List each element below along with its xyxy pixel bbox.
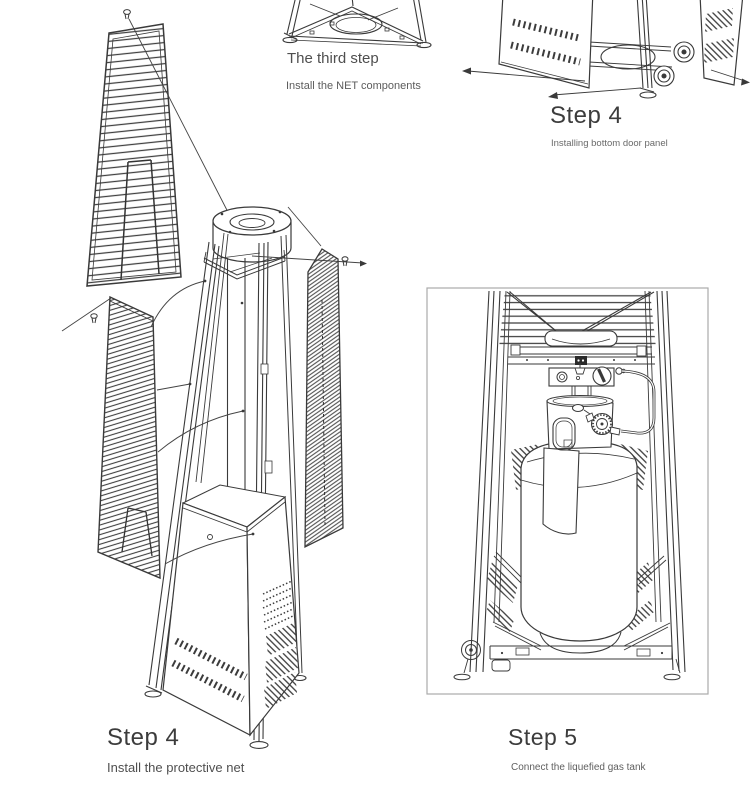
step5-illustration: [426, 287, 709, 695]
bottom-doors-illustration: [462, 0, 750, 99]
net-panel-left-illustration: [97, 295, 161, 580]
step4-top-subtitle: Installing bottom door panel: [551, 138, 668, 149]
tank-regulator: [572, 404, 621, 436]
arrow-icon: [462, 67, 750, 99]
third-step-subtitle: Install the NET components: [286, 80, 421, 92]
screw-icon: [123, 9, 131, 20]
tank-collar: [542, 394, 614, 535]
net-panel-right-illustration: [304, 248, 344, 549]
net-panel-large-illustration: [86, 9, 232, 287]
step4-bottom-title: Step 4: [107, 724, 180, 751]
screw-icon: [90, 256, 349, 324]
gas-knob: [592, 366, 612, 386]
gas-tank: [520, 440, 638, 654]
leader-lines: [467, 69, 746, 96]
third-step-title: The third step: [287, 50, 379, 67]
wheel-icon: [653, 41, 695, 87]
step5-subtitle: Connect the liquefied gas tank: [511, 762, 646, 773]
arrow-icon: [360, 260, 367, 267]
base-underside-illustration: [282, 0, 432, 49]
step5-title: Step 5: [508, 724, 578, 750]
step4-bottom-subtitle: Install the protective net: [107, 760, 245, 775]
heater-frame-illustration: [61, 206, 367, 749]
step4-top-title: Step 4: [550, 102, 623, 129]
